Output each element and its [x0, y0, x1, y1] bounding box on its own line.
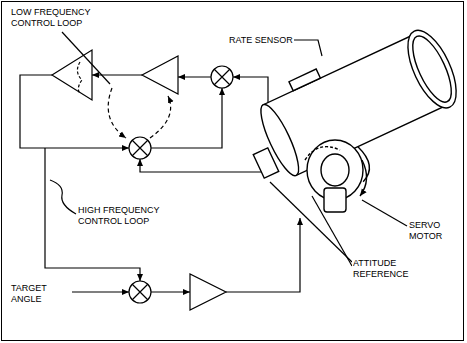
gimbal-mount: [253, 140, 366, 212]
leader-line: [62, 32, 110, 84]
signal-wire: [151, 88, 222, 148]
leader-line: [270, 182, 352, 262]
loop-label: LOW FREQUENCY CONTROL LOOP: [10, 7, 94, 29]
summing-junction: [129, 281, 151, 303]
signal-wire: [72, 291, 129, 292]
summing-junction: [211, 66, 233, 88]
signal-wire: [92, 74, 142, 75]
leader-line: [292, 40, 322, 56]
part-label: RATE SENSOR: [228, 35, 294, 46]
signal-wire: [140, 159, 262, 172]
amplifier-symbol: [142, 56, 178, 94]
part-label: SERVO MOTOR: [408, 220, 462, 242]
signal-wire: [226, 218, 300, 292]
loop-indicator: [108, 88, 126, 138]
attitude-reference-box: [253, 148, 278, 178]
signal-wire: [178, 76, 211, 77]
frame: [2, 2, 464, 341]
leader-line: [362, 200, 407, 226]
servo-motor-body: [324, 188, 346, 212]
input-label: TARGET ANGLE: [10, 283, 60, 305]
summing-junction: [129, 137, 151, 159]
rate-sensor-box: [289, 69, 320, 91]
loop-indicator: [150, 96, 171, 138]
part-label: ATTITUDE REFERENCE: [352, 258, 418, 280]
amplifier-symbol: [190, 274, 226, 310]
leader-line: [50, 180, 76, 214]
telescope-illustration: [250, 17, 467, 210]
signal-wire: [20, 75, 129, 148]
loop-squiggle: [77, 62, 82, 94]
loop-label: HIGH FREQUENCY CONTROL LOOP: [77, 205, 169, 227]
signal-wire: [151, 291, 190, 292]
